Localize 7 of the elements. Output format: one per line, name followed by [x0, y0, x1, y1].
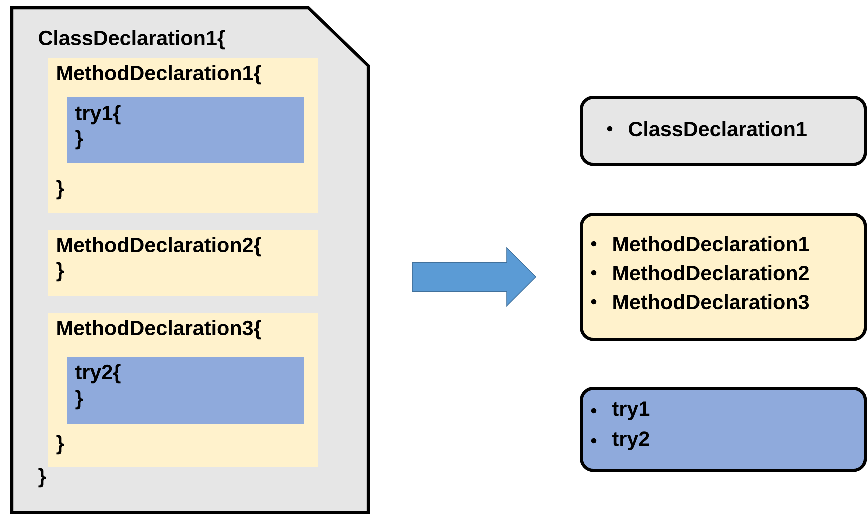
code-block: try2{ }: [67, 357, 304, 424]
list-box: ClassDeclaration1: [580, 96, 867, 166]
code-block: try1{ }: [67, 97, 304, 164]
list-box: MethodDeclaration1 MethodDeclaration2 MethodDeclaration3: [580, 213, 867, 342]
code-block: MethodDeclaration2{ }: [48, 230, 318, 296]
list-box: try1 try2: [580, 387, 867, 472]
block-arrow: [412, 247, 537, 308]
